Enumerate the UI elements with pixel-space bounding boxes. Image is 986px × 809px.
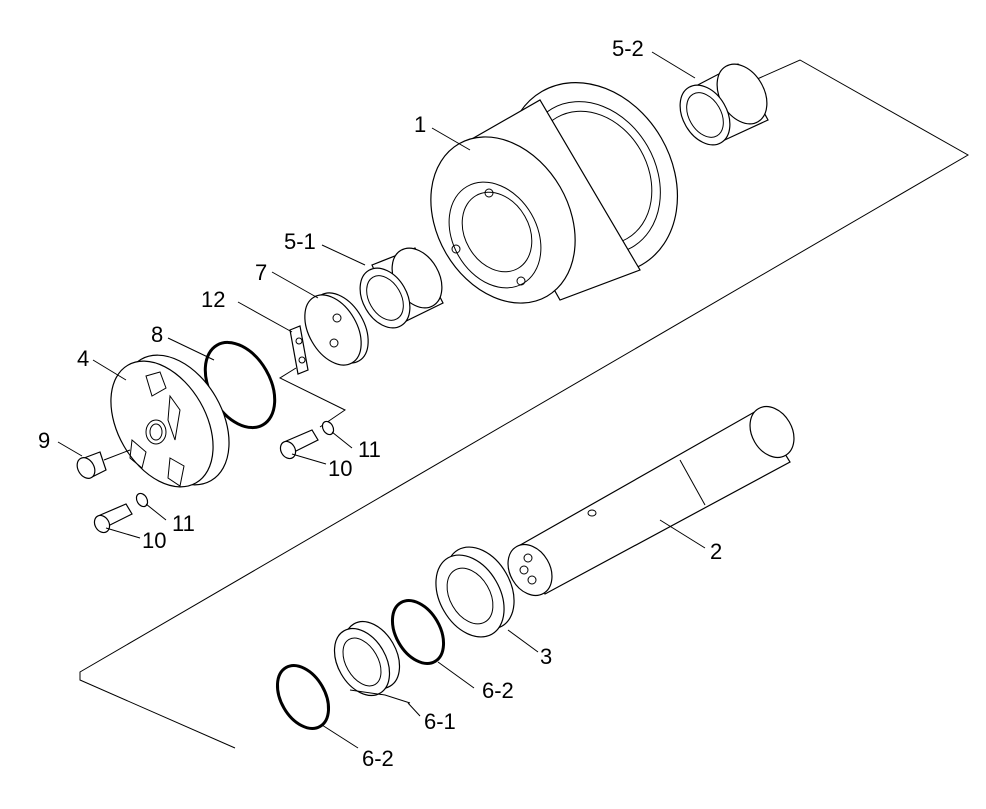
leader-6-1-bracket (349, 689, 411, 704)
leader-12-to-10 (278, 367, 346, 428)
callout-3: 3 (540, 644, 552, 669)
part-5-1-bushing (359, 247, 444, 329)
callout-5-2: 5-2 (612, 36, 644, 61)
part-10-bolt-lower (93, 503, 133, 534)
leader-11-lower (145, 503, 167, 521)
leader-12 (237, 301, 293, 333)
leader-5-2 (651, 51, 696, 79)
leader-9 (57, 441, 83, 457)
leader-8 (167, 337, 215, 361)
part-7-cover-plate (304, 292, 369, 366)
leader-1 (431, 127, 471, 151)
leader-11-upper (331, 431, 353, 449)
leader-5-1 (321, 244, 366, 266)
part-9-plug (76, 449, 131, 479)
part-1-roller-body (430, 82, 679, 304)
callout-4: 4 (77, 346, 89, 371)
leader-10-lower (105, 527, 141, 539)
leader-2 (659, 519, 706, 549)
callout-11-upper: 11 (358, 437, 381, 462)
callout-5-1: 5-1 (284, 229, 316, 254)
leader-3 (507, 629, 539, 653)
assembly-centerline (79, 59, 970, 749)
leader-6-2-lower (321, 724, 359, 749)
part-5-2-bushing (679, 63, 769, 146)
callout-7: 7 (255, 260, 267, 285)
callout-2: 2 (710, 539, 722, 564)
part-6-2-o-ring-lower (275, 664, 331, 730)
callout-1: 1 (414, 112, 426, 137)
leader-7 (271, 271, 319, 299)
callout-6-2-lower: 6-2 (362, 746, 394, 771)
part-3-seal-collar (435, 546, 515, 638)
callout-9: 9 (38, 428, 50, 453)
leader-10-upper (291, 453, 327, 465)
part-12-lock-plate (289, 325, 309, 375)
callout-8: 8 (151, 322, 163, 347)
callout-10-lower: 10 (142, 528, 166, 553)
callout-12: 12 (201, 287, 225, 312)
part-11-washer-upper (321, 420, 335, 436)
part-6-2-o-ring-upper (390, 599, 446, 665)
callout-6-1: 6-1 (424, 709, 456, 734)
callout-6-2-upper: 6-2 (482, 678, 514, 703)
leader-6-2-upper (437, 661, 475, 689)
part-10-bolt-upper (279, 429, 319, 460)
part-6-1-floating-seal (333, 620, 401, 697)
callout-11-lower: 11 (172, 511, 195, 536)
part-2-shaft (507, 405, 795, 597)
part-4-end-cap (110, 354, 230, 488)
part-11-washer-lower (135, 492, 149, 508)
leader-6-1 (407, 702, 421, 717)
leader-4 (92, 359, 127, 381)
callout-10-upper: 10 (328, 456, 352, 481)
